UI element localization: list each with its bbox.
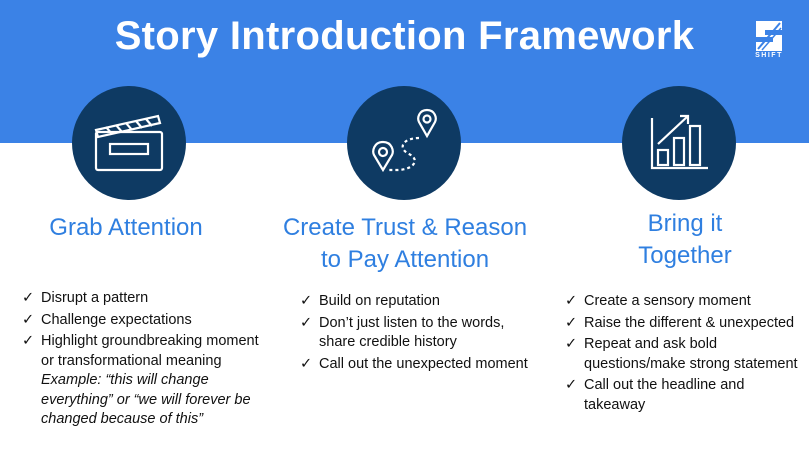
- column-2-heading: Create Trust & Reason to Pay Attention: [282, 214, 528, 273]
- checkmark-icon: ✓: [565, 336, 578, 352]
- checkmark-icon: ✓: [22, 311, 35, 328]
- checkmark-icon: ✓: [565, 377, 578, 393]
- icon-circle-1: [72, 86, 186, 200]
- column-1-heading: Grab Attention: [49, 214, 203, 241]
- checkmark-icon: ✓: [22, 290, 35, 306]
- list-item: ✓Challenge expectations: [22, 311, 272, 331]
- list-item: ✓Don’t just listen to the words, share c…: [300, 314, 505, 351]
- page-title: Story Introduction Framework: [114, 14, 695, 58]
- example-text: Example: “this will change everything” o…: [41, 372, 251, 427]
- icon-circle-3: [622, 86, 736, 200]
- checkmark-icon: ✓: [300, 355, 313, 372]
- column-3-list: ✓Create a sensory moment ✓Raise the diff…: [565, 292, 809, 417]
- checkmark-icon: ✓: [300, 314, 313, 331]
- list-item: ✓Raise the different & unexpected: [565, 314, 809, 334]
- list-item: ✓Highlight groundbreaking moment or tran…: [22, 332, 272, 430]
- list-item: ✓Call out the headline and takeaway: [565, 377, 745, 413]
- checkmark-icon: ✓: [565, 293, 578, 309]
- list-item: ✓Build on reputation: [300, 292, 540, 312]
- checkmark-icon: ✓: [22, 333, 35, 349]
- clapperboard-icon: [94, 114, 164, 172]
- growth-chart-icon: [650, 114, 708, 170]
- logo-text: SHIFT: [755, 52, 783, 59]
- list-item: ✓Call out the unexpected moment: [300, 355, 540, 375]
- list-item: ✓Repeat and ask bold questions/make stro…: [565, 336, 798, 372]
- column-3-heading: Bring it Together: [638, 210, 732, 269]
- checkmark-icon: ✓: [300, 293, 313, 309]
- list-item: ✓Disrupt a pattern: [22, 289, 272, 309]
- route-map-pins-icon: [372, 108, 437, 173]
- column-2-list: ✓Build on reputation ✓Don’t just listen …: [300, 292, 540, 376]
- checkmark-icon: ✓: [565, 314, 578, 331]
- column-1-list: ✓Disrupt a pattern ✓Challenge expectatio…: [22, 289, 272, 432]
- icon-circle-2: [347, 86, 461, 200]
- shift-s-logo-icon: [756, 21, 782, 51]
- list-item: ✓Create a sensory moment: [565, 292, 809, 312]
